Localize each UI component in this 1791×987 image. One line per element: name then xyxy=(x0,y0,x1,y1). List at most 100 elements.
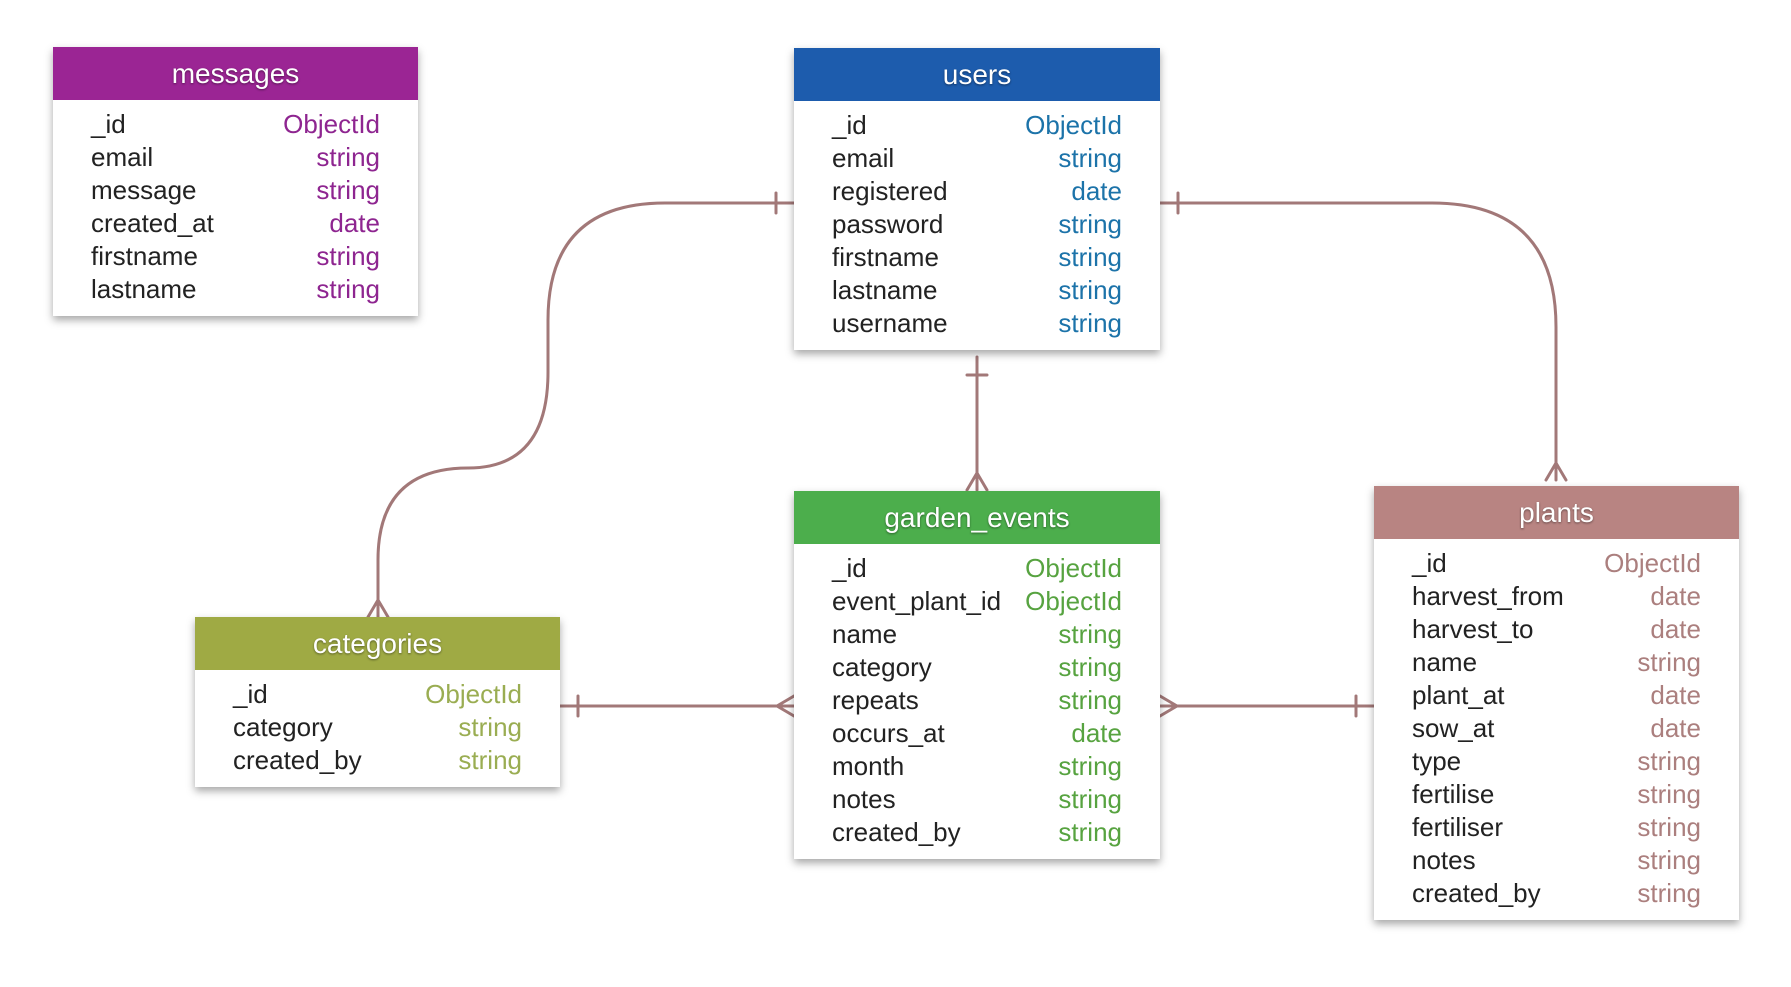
field-name: created_by xyxy=(233,745,362,775)
field-name: email xyxy=(91,142,154,172)
field-name: plant_at xyxy=(1412,680,1505,710)
messages-table-header[interactable]: messages xyxy=(53,47,418,100)
field-type: string xyxy=(1637,647,1701,677)
field-name: created_at xyxy=(91,208,214,238)
field-name: created_by xyxy=(832,817,961,847)
plants-table-header[interactable]: plants xyxy=(1374,486,1739,539)
field-type: string xyxy=(1058,685,1122,715)
field-row[interactable]: created_at date xyxy=(91,207,380,240)
field-row[interactable]: name string xyxy=(1412,646,1701,679)
field-row[interactable]: category string xyxy=(832,651,1122,684)
field-name: _id xyxy=(233,679,268,709)
categories-table-header[interactable]: categories xyxy=(195,617,560,670)
field-name: lastname xyxy=(91,274,197,304)
field-name: harvest_from xyxy=(1412,581,1564,611)
field-type: date xyxy=(1071,718,1122,748)
field-name: email xyxy=(832,143,895,173)
field-type: string xyxy=(1058,751,1122,781)
field-name: _id xyxy=(832,110,867,140)
field-name: created_by xyxy=(1412,878,1541,908)
field-type: string xyxy=(1058,784,1122,814)
field-name: event_plant_id xyxy=(832,586,1002,616)
field-type: ObjectId xyxy=(1025,110,1122,140)
many-marker-users-plants xyxy=(1544,461,1568,482)
field-type: date xyxy=(1650,713,1701,743)
field-name: sow_at xyxy=(1412,713,1495,743)
field-name: registered xyxy=(832,176,948,206)
field-type: string xyxy=(316,274,380,304)
field-row[interactable]: _id ObjectId xyxy=(1412,547,1701,580)
field-name: message xyxy=(91,175,197,205)
field-type: ObjectId xyxy=(283,109,380,139)
field-type: string xyxy=(1637,779,1701,809)
field-type: ObjectId xyxy=(1604,548,1701,578)
field-type: string xyxy=(1058,652,1122,682)
field-type: string xyxy=(1637,878,1701,908)
field-type: date xyxy=(329,208,380,238)
field-name: name xyxy=(1412,647,1478,677)
field-row[interactable]: occurs_at date xyxy=(832,717,1122,750)
field-type: string xyxy=(1058,619,1122,649)
many-marker-plants-garden-events xyxy=(1158,694,1179,718)
field-type: string xyxy=(1058,242,1122,272)
field-name: firstname xyxy=(91,241,198,271)
field-type: date xyxy=(1650,614,1701,644)
field-name: notes xyxy=(832,784,896,814)
field-row[interactable]: _id ObjectId xyxy=(832,109,1122,142)
field-row[interactable]: message string xyxy=(91,174,380,207)
field-type: string xyxy=(316,175,380,205)
field-type: string xyxy=(1058,275,1122,305)
field-type: string xyxy=(1058,308,1122,338)
field-type: ObjectId xyxy=(1025,553,1122,583)
field-type: string xyxy=(1058,817,1122,847)
field-row[interactable]: created_by string xyxy=(832,816,1122,849)
field-name: fertilise xyxy=(1412,779,1495,809)
field-row[interactable]: sow_at date xyxy=(1412,712,1701,745)
field-row[interactable]: created_by string xyxy=(1412,877,1701,910)
field-type: string xyxy=(1637,746,1701,776)
field-row[interactable]: fertilise string xyxy=(1412,778,1701,811)
users-table-header[interactable]: users xyxy=(794,48,1160,101)
connector-users-categories xyxy=(376,201,796,619)
field-name: occurs_at xyxy=(832,718,945,748)
many-marker-users-categories xyxy=(366,598,390,619)
field-name: _id xyxy=(1412,548,1447,578)
field-row[interactable]: harvest_to date xyxy=(1412,613,1701,646)
garden-events-table-header[interactable]: garden_events xyxy=(794,491,1160,544)
field-name: harvest_to xyxy=(1412,614,1534,644)
field-name: category xyxy=(832,652,932,682)
field-row[interactable]: notes string xyxy=(832,783,1122,816)
field-row[interactable]: lastname string xyxy=(91,273,380,306)
